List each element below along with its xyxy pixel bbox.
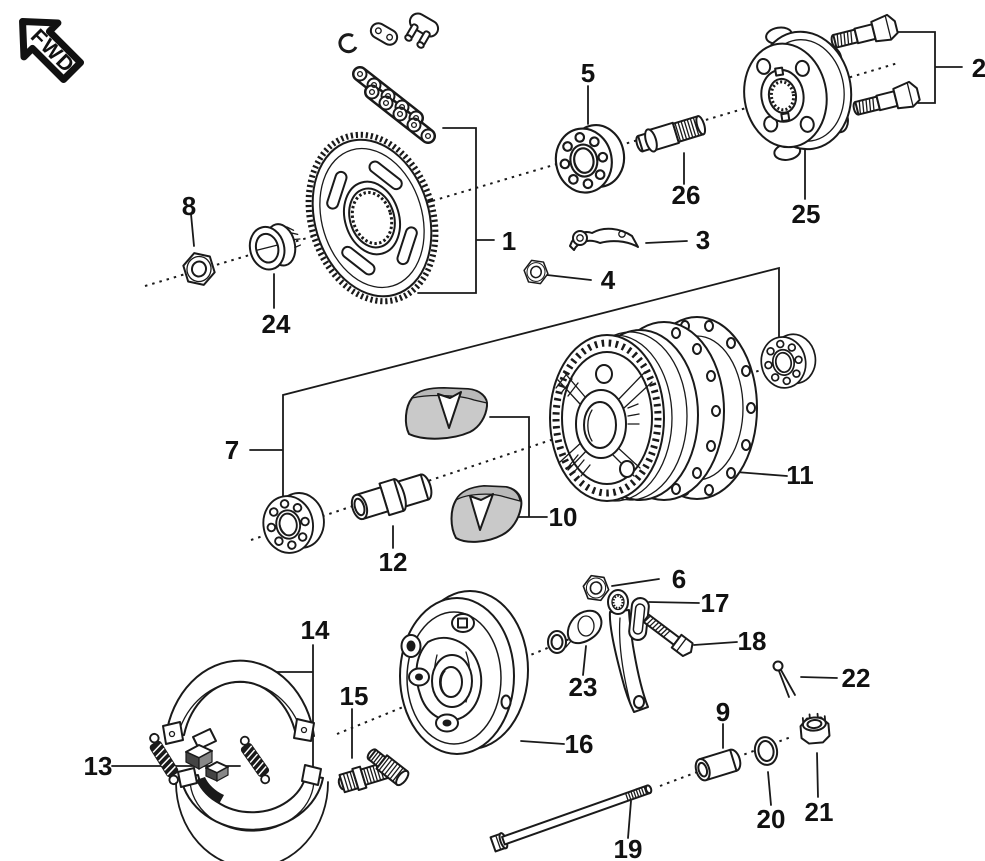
part-chain-masterlink — [338, 12, 440, 54]
part-nut-6 — [580, 573, 612, 603]
part-label-17: 17 — [701, 588, 730, 618]
part-bearing-5 — [549, 119, 631, 199]
part-hex-nut-8 — [179, 250, 219, 288]
part-damper-rubber-upper — [404, 387, 489, 440]
part-bearing-7-left — [257, 488, 330, 558]
part-label-23: 23 — [569, 672, 598, 702]
part-label-2: 2 — [972, 53, 985, 83]
part-side-spacer-9 — [694, 748, 742, 782]
part-brake-shoes-14 — [162, 659, 329, 861]
part-nut-4 — [521, 258, 551, 286]
part-label-26: 26 — [672, 180, 701, 210]
part-label-1: 1 — [502, 226, 516, 256]
part-label-10: 10 — [549, 502, 578, 532]
part-label-9: 9 — [716, 697, 730, 727]
part-label-24: 24 — [262, 309, 291, 339]
part-label-16: 16 — [565, 729, 594, 759]
part-label-18: 18 — [738, 626, 767, 656]
part-label-14: 14 — [301, 615, 330, 645]
part-stud-bolt-2a — [827, 12, 900, 55]
part-castle-nut-21 — [799, 712, 831, 745]
part-label-19: 19 — [614, 834, 643, 861]
part-brake-panel-16 — [366, 590, 529, 787]
part-label-13: 13 — [84, 751, 113, 781]
part-washer-20 — [753, 736, 779, 766]
part-drive-chain — [352, 66, 436, 144]
part-cotter-pin-22 — [772, 660, 796, 698]
part-label-4: 4 — [601, 265, 616, 295]
part-side-collar-24 — [248, 223, 302, 271]
part-label-12: 12 — [379, 547, 408, 577]
part-rear-axle-19 — [489, 784, 653, 853]
part-stud-bolt-2b — [849, 79, 922, 122]
part-brake-arm-17 — [607, 589, 650, 713]
part-label-15: 15 — [340, 681, 369, 711]
part-label-25: 25 — [792, 199, 821, 229]
part-rear-wheel-hub-11 — [549, 316, 758, 502]
part-label-21: 21 — [805, 797, 834, 827]
part-label-6: 6 — [672, 564, 686, 594]
part-stopper-plate-3 — [569, 227, 639, 251]
part-pinch-bolt-18 — [642, 613, 694, 658]
part-number-labels: 1 2 3 4 5 6 7 8 9 10 11 12 13 14 15 16 1… — [84, 53, 985, 861]
part-label-3: 3 — [696, 225, 710, 255]
part-label-8: 8 — [182, 191, 196, 221]
part-cam-spindle — [366, 748, 410, 787]
fwd-direction-badge: FWD — [19, 18, 85, 84]
part-damper-rubber-lower — [450, 485, 523, 543]
part-label-20: 20 — [757, 804, 786, 834]
part-sprocket-flange-25 — [743, 26, 853, 161]
part-label-5: 5 — [581, 58, 595, 88]
part-wear-indicator-23 — [547, 609, 603, 654]
part-driven-sprocket — [305, 131, 439, 305]
part-label-11: 11 — [786, 460, 814, 490]
part-bearing-7-right — [756, 330, 821, 393]
leader-lines — [111, 31, 963, 839]
part-stud-bolt-26 — [635, 115, 707, 153]
part-label-22: 22 — [842, 663, 871, 693]
part-label-7: 7 — [225, 435, 239, 465]
fwd-arrow-icon — [19, 18, 85, 84]
part-center-spacer-12 — [350, 473, 433, 521]
